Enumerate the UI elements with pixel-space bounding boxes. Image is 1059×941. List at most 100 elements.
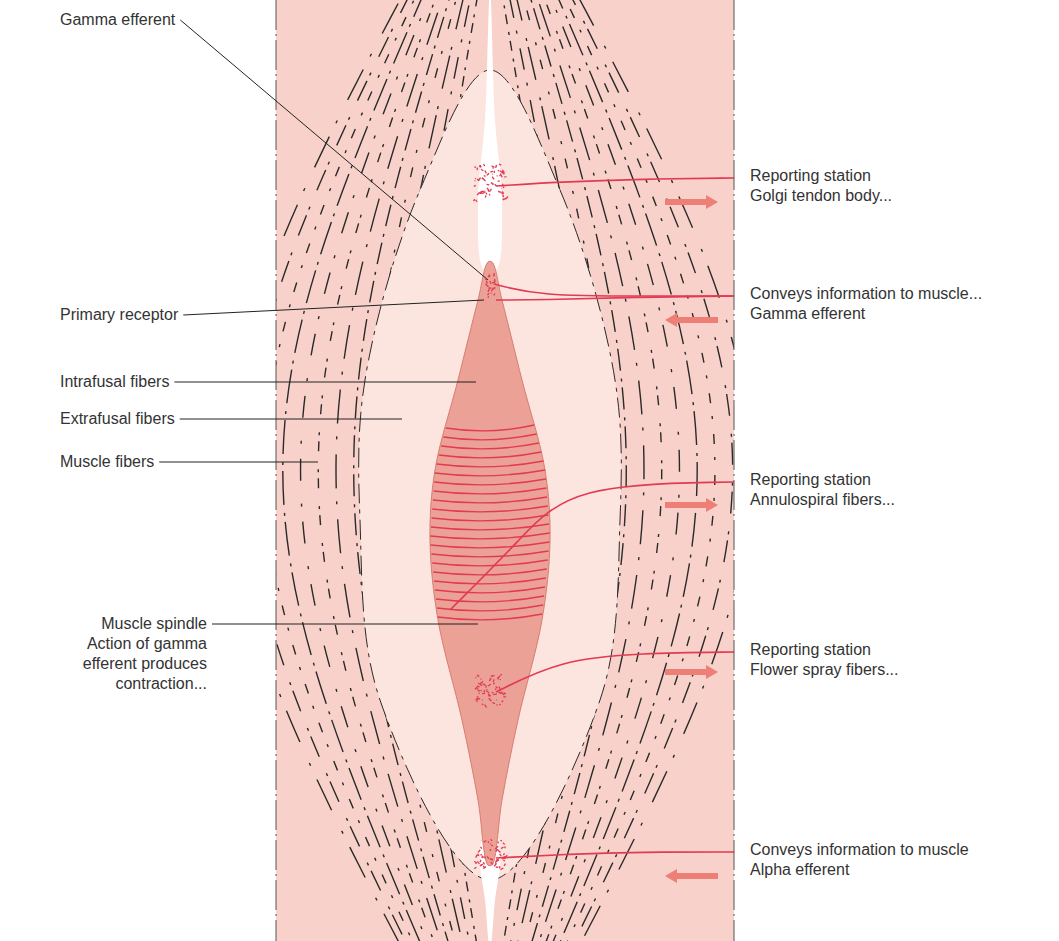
alpha-motor-ending: [503, 853, 504, 855]
flower-spray-ending: [489, 698, 492, 701]
alpha-motor-ending: [490, 859, 492, 860]
golgi-tendon-body: [501, 175, 502, 177]
flower-spray-ending: [477, 696, 478, 698]
leader-lines: [159, 20, 488, 624]
annulospiral-coil: [437, 461, 544, 467]
alpha-motor-ending: [491, 845, 493, 846]
flower-spray-ending: [481, 699, 483, 700]
flower-spray-ending: [492, 703, 495, 704]
gamma-motor-ending: [489, 281, 490, 283]
flower-spray-ending: [496, 699, 498, 701]
part-label: Reporting station: [750, 166, 871, 186]
alpha-motor-ending: [491, 862, 494, 864]
muscle-spindle: [430, 261, 550, 866]
gamma-motor-ending: [488, 274, 490, 275]
alpha-motor-ending: [497, 841, 499, 843]
nerve-line: [496, 178, 734, 186]
flower-spray-ending: [500, 679, 502, 680]
flower-spray-ending: [486, 691, 489, 693]
golgi-tendon-body: [487, 173, 489, 175]
alpha-motor-ending: [503, 860, 505, 862]
annulospiral-coil: [432, 506, 548, 512]
alpha-motor-ending: [495, 861, 497, 864]
golgi-tendon-body: [473, 199, 475, 201]
part-label: Gamma efferent: [60, 10, 175, 30]
flower-spray-ending: [503, 696, 506, 697]
golgi-tendon-body: [474, 185, 476, 187]
flower-spray-ending: [485, 685, 487, 688]
gamma-motor-ending: [488, 289, 489, 292]
flower-spray-ending: [477, 674, 478, 676]
golgi-tendon-body: [476, 200, 477, 202]
golgi-tendon-body: [474, 180, 476, 182]
gamma-motor-ending: [491, 292, 492, 294]
nerve-line: [496, 652, 734, 692]
gamma-motor-ending: [492, 282, 495, 283]
golgi-tendon-body: [489, 194, 490, 195]
flower-spray-ending: [475, 687, 477, 689]
leader-line: [180, 20, 488, 280]
gamma-motor-ending: [494, 280, 496, 283]
gamma-motor-ending: [488, 276, 489, 278]
golgi-tendon-body: [499, 164, 501, 165]
golgi-tendon-body: [502, 195, 504, 197]
part-label: Muscle spindle: [55, 614, 207, 634]
gamma-motor-ending: [488, 293, 489, 295]
annulospiral-coil: [443, 434, 536, 440]
alpha-motor-ending: [475, 863, 477, 864]
golgi-tendon-body: [490, 170, 492, 172]
golgi-tendon-body: [502, 193, 504, 195]
golgi-tendon-body: [480, 191, 483, 193]
flower-spray-ending: [478, 682, 480, 684]
part-label: Action of gamma efferent produces contra…: [67, 634, 207, 694]
alpha-motor-ending: [474, 867, 476, 869]
alpha-motor-ending: [489, 843, 491, 845]
part-label: Primary receptor: [60, 305, 178, 325]
annulospiral-coil: [438, 614, 543, 620]
alpha-motor-ending: [487, 856, 489, 859]
part-label: Reporting station: [750, 640, 871, 660]
signal-arrow: [665, 665, 718, 679]
flower-spray-ending: [477, 688, 479, 690]
flower-spray-ending: [482, 693, 485, 695]
alpha-motor-ending: [490, 849, 491, 851]
alpha-motor-ending: [496, 859, 498, 862]
nerve-line: [450, 482, 734, 610]
alpha-motor-ending: [480, 854, 482, 856]
annulospiral-coil: [434, 479, 546, 485]
flower-spray-ending: [502, 693, 505, 695]
muscle-background: [276, 0, 734, 941]
flower-spray-ending: [498, 678, 499, 680]
alpha-motor-ending: [499, 866, 501, 868]
golgi-tendon-body: [482, 178, 484, 180]
alpha-motor-ending: [505, 846, 506, 847]
annulospiral-coil: [433, 497, 547, 503]
golgi-tendon-body: [502, 170, 504, 172]
gamma-motor-ending: [493, 287, 495, 289]
annulospiral-coil: [431, 542, 550, 548]
nerve-line: [496, 296, 734, 300]
part-label: Annulospiral fibers...: [750, 490, 895, 510]
alpha-motor-ending: [480, 864, 482, 866]
signal-arrow: [665, 195, 718, 209]
golgi-tendon-body: [480, 165, 481, 167]
annulospiral-coil: [432, 515, 549, 521]
golgi-tendon-body: [494, 171, 495, 173]
leader-line: [183, 300, 484, 315]
golgi-tendon-body: [503, 198, 506, 200]
signal-arrow: [665, 498, 718, 512]
extrafusal-region: [359, 70, 622, 880]
golgi-tendon-body: [498, 170, 499, 171]
alpha-motor-ending: [490, 859, 493, 861]
gamma-motor-ending: [490, 282, 491, 283]
tendon: [478, 0, 502, 272]
gamma-motor-ending: [493, 273, 495, 275]
part-label: Golgi tendon body...: [750, 186, 892, 206]
annulospiral-coil: [435, 470, 545, 476]
leader-line: [212, 624, 478, 625]
alpha-motor-ending: [474, 862, 477, 863]
alpha-motor-ending: [479, 860, 481, 863]
alpha-motor-ending: [482, 856, 483, 858]
